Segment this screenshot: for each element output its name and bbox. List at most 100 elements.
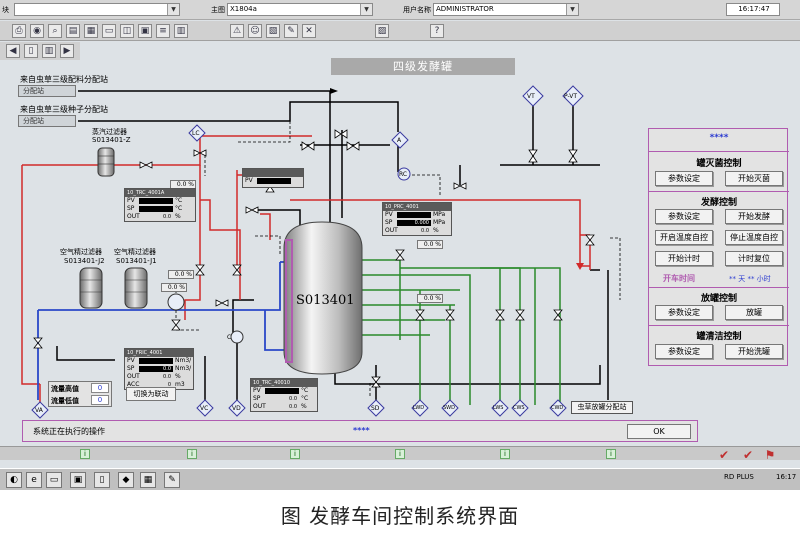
switch-linkage-button[interactable]: 切换为联动 bbox=[126, 387, 176, 401]
graph-icon[interactable]: ▧ bbox=[266, 24, 280, 38]
temp-auto-off-button[interactable]: 停止温度自控 bbox=[725, 230, 783, 245]
camera-icon[interactable]: ◉ bbox=[30, 24, 44, 38]
vt-label[interactable]: VT bbox=[527, 93, 535, 100]
desktop-icon[interactable]: ▭ bbox=[46, 472, 62, 488]
chevron-down-icon[interactable]: ▼ bbox=[566, 4, 578, 15]
rc-label[interactable]: RC bbox=[399, 171, 408, 178]
faceplate-title: 10_TRC_4001A bbox=[125, 189, 195, 197]
app-icon[interactable]: ◆ bbox=[118, 472, 134, 488]
va-label[interactable]: VA bbox=[35, 407, 43, 414]
temp-auto-on-button[interactable]: 开启温度自控 bbox=[655, 230, 713, 245]
clock: 16:17:47 bbox=[726, 3, 780, 16]
cws-label[interactable]: CWS bbox=[513, 405, 525, 411]
row-key: ACC bbox=[127, 381, 140, 388]
tool-icon[interactable]: ✎ bbox=[164, 472, 180, 488]
start-icon[interactable]: ◐ bbox=[6, 472, 22, 488]
info-icon[interactable]: i bbox=[395, 449, 405, 459]
info-icon[interactable]: i bbox=[290, 449, 300, 459]
document-icon[interactable]: ▯ bbox=[94, 472, 110, 488]
edit-icon[interactable]: ✎ bbox=[284, 24, 298, 38]
vd-label[interactable]: VD bbox=[232, 405, 241, 412]
row-value bbox=[265, 388, 299, 394]
window-icon[interactable]: ▣ bbox=[138, 24, 152, 38]
grid-icon[interactable]: ▦ bbox=[140, 472, 156, 488]
alarm-icon[interactable]: ⚠ bbox=[230, 24, 244, 38]
sterilize-params-button[interactable]: 参数设定 bbox=[655, 171, 713, 186]
info-icon[interactable]: i bbox=[187, 449, 197, 459]
air-filter-j2 bbox=[79, 267, 103, 309]
flow-high-value[interactable]: 0 bbox=[91, 383, 109, 393]
pages-icon[interactable]: ▯ bbox=[24, 44, 38, 58]
info-icon[interactable]: i bbox=[500, 449, 510, 459]
vc-label[interactable]: VC bbox=[200, 405, 209, 412]
row-key: OUT bbox=[385, 227, 398, 234]
start-clean-button[interactable]: 开始洗罐 bbox=[725, 344, 783, 359]
discharge-header: 放罐控制 bbox=[700, 294, 737, 304]
row-key: SP bbox=[385, 219, 393, 226]
discharge-button[interactable]: 放罐 bbox=[725, 305, 783, 320]
discharge-params-button[interactable]: 参数设定 bbox=[655, 305, 713, 320]
monitor-icon[interactable]: ▣ bbox=[70, 472, 86, 488]
user-select[interactable]: ADMINISTRATOR▼ bbox=[433, 3, 579, 16]
print-icon[interactable]: ⎙ bbox=[12, 24, 26, 38]
ok-button[interactable]: OK bbox=[627, 424, 691, 439]
row-key: PV bbox=[127, 357, 135, 364]
folder-icon[interactable]: ▭ bbox=[102, 24, 116, 38]
source-box-1[interactable]: 分配站 bbox=[18, 85, 76, 97]
swd-label[interactable]: SWD bbox=[443, 405, 455, 411]
flow-high-label: 流量高值 bbox=[51, 385, 79, 393]
tools-icon[interactable]: ✕ bbox=[302, 24, 316, 38]
table-icon[interactable]: ▥ bbox=[174, 24, 188, 38]
info-icon[interactable]: i bbox=[606, 449, 616, 459]
grid-icon[interactable]: ▦ bbox=[84, 24, 98, 38]
source-box-2[interactable]: 分配站 bbox=[18, 115, 76, 127]
ra-label[interactable]: A bbox=[397, 137, 402, 144]
back-icon[interactable]: ◀ bbox=[6, 44, 20, 58]
row-value: 0.0 bbox=[163, 374, 171, 380]
layout-icon[interactable]: ▥ bbox=[42, 44, 56, 58]
help-icon[interactable]: ? bbox=[430, 24, 444, 38]
row-unit: MPa bbox=[433, 211, 446, 218]
forward-icon[interactable]: ▶ bbox=[60, 44, 74, 58]
status-label: 系统正在执行的操作 bbox=[33, 427, 105, 436]
start-sterilize-button[interactable]: 开始灭菌 bbox=[725, 171, 783, 186]
lwd-label[interactable]: LWD bbox=[413, 405, 425, 411]
list-icon[interactable]: ≡ bbox=[156, 24, 170, 38]
ferment-params-button[interactable]: 参数设定 bbox=[655, 209, 713, 224]
browser-icon[interactable]: e bbox=[26, 472, 42, 488]
sd-label[interactable]: SD bbox=[371, 405, 380, 412]
row-value bbox=[139, 198, 173, 204]
cwd-label[interactable]: CWD bbox=[551, 405, 564, 411]
flow-low-value[interactable]: 0 bbox=[91, 395, 109, 405]
lws-label[interactable]: LWS bbox=[493, 405, 504, 411]
lc-label[interactable]: LC bbox=[192, 130, 200, 137]
main-select[interactable]: X1804a▼ bbox=[227, 3, 373, 16]
start-timer-button[interactable]: 开始计时 bbox=[655, 251, 713, 266]
search-icon[interactable]: ⌕ bbox=[48, 24, 62, 38]
pvt-label[interactable]: P-VT bbox=[564, 93, 578, 100]
toolbar-secondary: ◀ ▯ ▥ ▶ bbox=[0, 42, 80, 60]
chart-icon[interactable]: ▤ bbox=[66, 24, 80, 38]
row-key: PV bbox=[253, 387, 261, 394]
chevron-down-icon[interactable]: ▼ bbox=[360, 4, 372, 15]
check-icon[interactable]: ✔ bbox=[718, 448, 730, 462]
chevron-down-icon[interactable]: ▼ bbox=[167, 4, 179, 15]
percent-display: 0.0 % bbox=[417, 240, 443, 249]
block-select[interactable]: ▼ bbox=[14, 3, 180, 16]
reset-timer-button[interactable]: 计时复位 bbox=[725, 251, 783, 266]
users-icon[interactable]: ☺ bbox=[248, 24, 262, 38]
faceplate-small[interactable]: PV bbox=[242, 168, 304, 188]
report-icon[interactable]: ▨ bbox=[375, 24, 389, 38]
info-icon[interactable]: i bbox=[80, 449, 90, 459]
start-ferment-button[interactable]: 开始发酵 bbox=[725, 209, 783, 224]
trend-icon[interactable]: ◫ bbox=[120, 24, 134, 38]
alarm-bell-icon[interactable]: ⚑ bbox=[764, 448, 776, 462]
clean-params-button[interactable]: 参数设定 bbox=[655, 344, 713, 359]
confirm-icon[interactable]: ✔ bbox=[742, 448, 754, 462]
vessel-tag[interactable]: S013401 bbox=[296, 293, 355, 308]
discharge-distribution-button[interactable]: 虫草放罐分配站 bbox=[571, 401, 633, 414]
